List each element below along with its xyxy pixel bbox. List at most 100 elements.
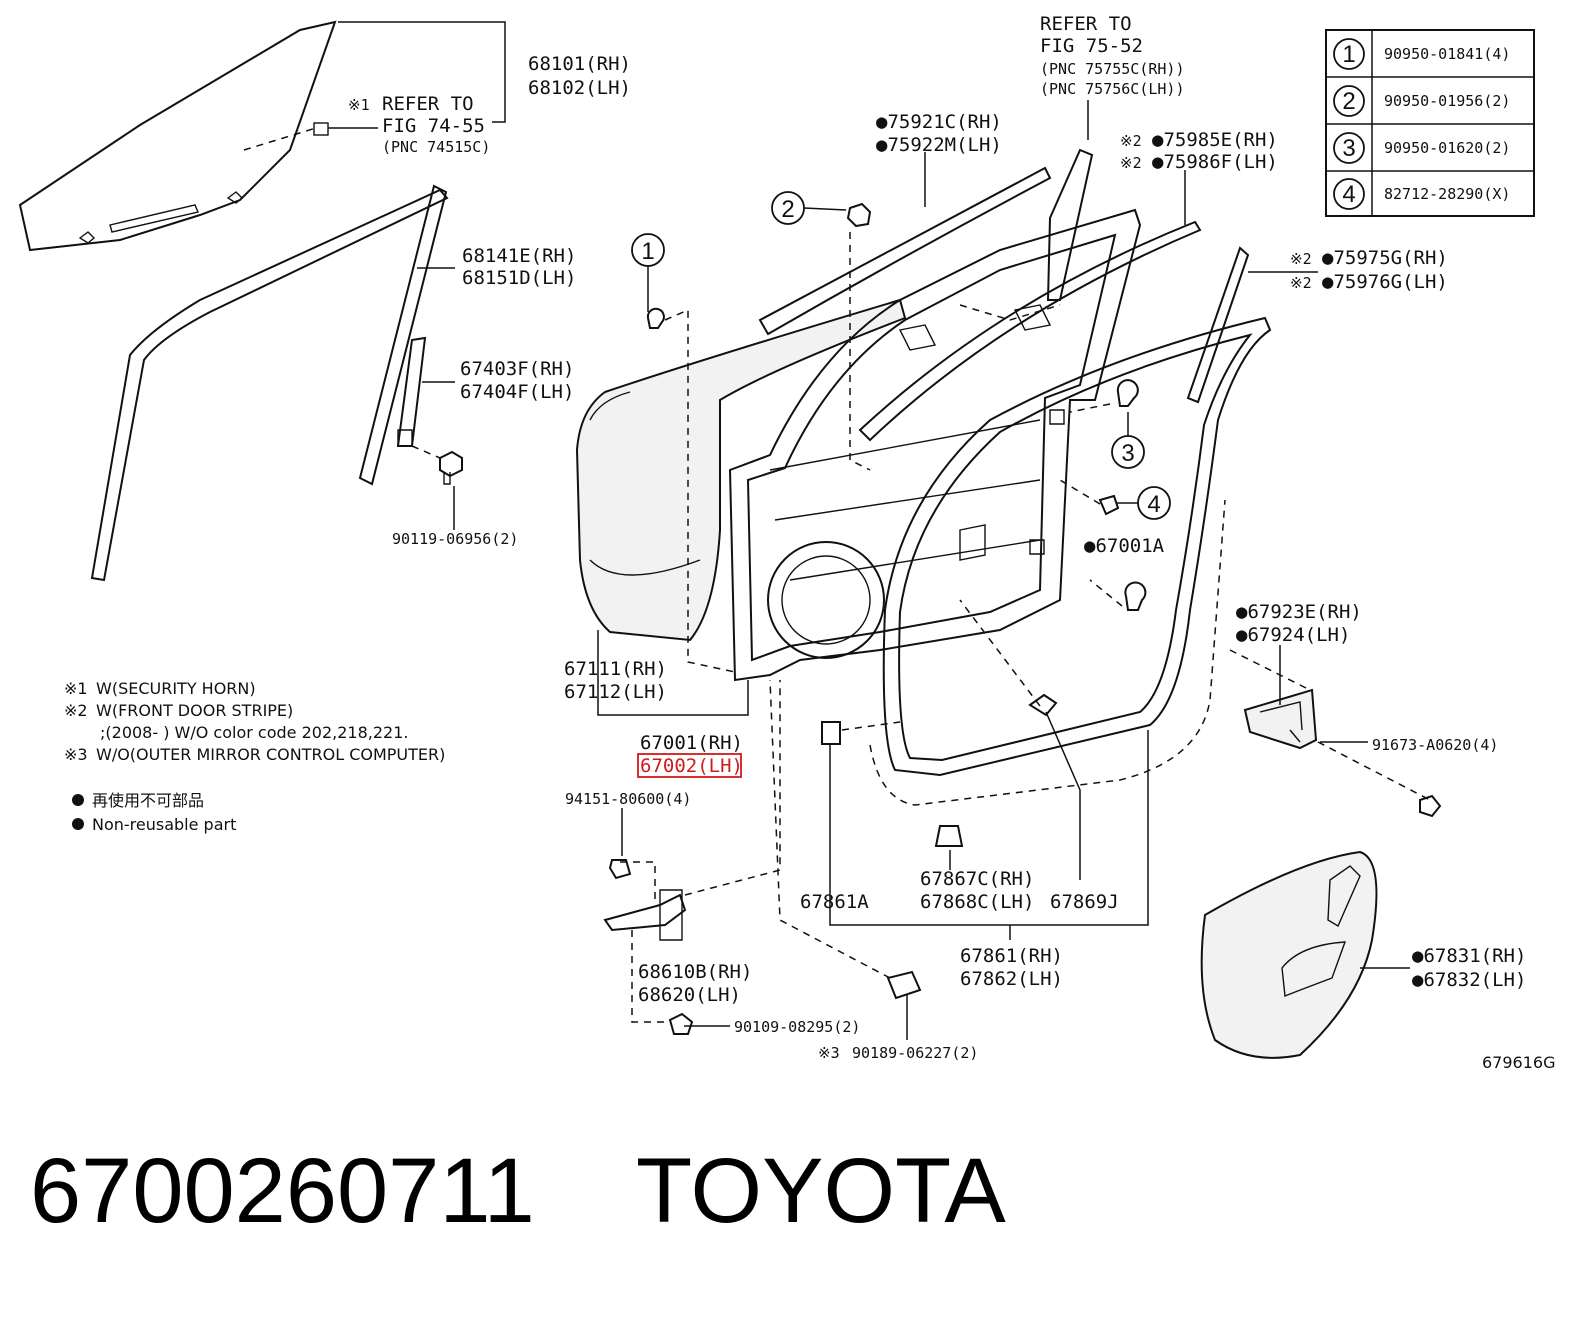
callout-1: 1 xyxy=(631,233,665,312)
label-tape1-rh: ●75921C(RH) xyxy=(876,111,1002,133)
label-cover-rh: ●67831(RH) xyxy=(1412,945,1526,967)
label-ref1-a: REFER TO xyxy=(382,93,474,115)
svg-text:4: 4 xyxy=(1147,491,1160,518)
label-bracket-rh: ●67923E(RH) xyxy=(1236,601,1362,623)
svg-text:82712-28290(X): 82712-28290(X) xyxy=(1384,185,1510,203)
note-2b-text: ;(2008- ) W/O color code 202,218,221. xyxy=(100,723,408,742)
label-door-lh: 67002(LH) xyxy=(640,755,743,777)
legend: 再使用不可部品 Non-reusable part xyxy=(72,791,236,834)
label-tape3-lh: ●75976G(LH) xyxy=(1322,271,1448,293)
label-outer-rh: 67111(RH) xyxy=(564,658,667,680)
note-1-text: W(SECURITY HORN) xyxy=(96,679,256,698)
label-bracket-lh: ●67924(LH) xyxy=(1236,624,1350,646)
figure-code: 679616G xyxy=(1482,1053,1555,1072)
svg-text:90950-01620(2): 90950-01620(2) xyxy=(1384,139,1510,157)
caption-part-number: 6700260711 xyxy=(30,1140,535,1242)
label-tape2-mark-rh: ※2 xyxy=(1120,132,1142,150)
door-glass-drawing xyxy=(18,20,337,252)
label-tape3-mark-rh: ※2 xyxy=(1290,250,1312,268)
callout-2: 2 xyxy=(771,191,847,225)
label-ref1-c: (PNC 74515C) xyxy=(382,138,490,156)
label-door-rh: 67001(RH) xyxy=(640,732,743,754)
label-ref2-b: FIG 75-52 xyxy=(1040,35,1143,57)
svg-text:1: 1 xyxy=(641,238,654,265)
label-ref2-a: REFER TO xyxy=(1040,13,1132,35)
callout-4: 4 xyxy=(1116,486,1171,520)
fasteners-drawing xyxy=(646,202,1442,1000)
table-row: 3 90950-01620(2) xyxy=(1333,132,1510,164)
label-screw-1: 91673-A0620(4) xyxy=(1372,736,1498,754)
label-tape2-rh: ●75985E(RH) xyxy=(1152,129,1278,151)
glass-run-drawing xyxy=(90,184,449,582)
svg-text:90950-01841(4): 90950-01841(4) xyxy=(1384,45,1510,63)
svg-text:3: 3 xyxy=(1121,440,1134,467)
label-tape3-rh: ●75975G(RH) xyxy=(1322,247,1448,269)
label-tape3-mark-lh: ※2 xyxy=(1290,274,1312,292)
leader-lines xyxy=(328,21,1410,1040)
part-labels: 68101(RH) 68102(LH) ※1 REFER TO FIG 74-5… xyxy=(348,13,1555,1072)
label-bolt-1: 90119-06956(2) xyxy=(392,530,518,548)
label-glass-run-rh: 68141E(RH) xyxy=(462,245,576,267)
label-tape2-lh: ●75986F(LH) xyxy=(1152,151,1278,173)
footnotes: ※1 W(SECURITY HORN) ※2 W(FRONT DOOR STRI… xyxy=(64,679,445,764)
svg-text:2: 2 xyxy=(781,196,794,223)
label-seal-rh: 67861(RH) xyxy=(960,945,1063,967)
note-3-text: W/O(OUTER MIRROR CONTROL COMPUTER) xyxy=(96,745,445,764)
legend-bullet xyxy=(72,794,84,806)
highlight-box xyxy=(637,753,742,778)
label-clip-j: 67869J xyxy=(1050,891,1119,913)
table-row: 1 90950-01841(4) xyxy=(1333,38,1510,70)
guide-lines xyxy=(620,232,1431,1023)
callout-3: 3 xyxy=(1111,412,1145,469)
label-clip-lh: 67868C(LH) xyxy=(920,891,1034,913)
caption: 6700260711 TOYOTA xyxy=(30,1140,1006,1242)
label-cover-lh: ●67832(LH) xyxy=(1412,969,1526,991)
legend-bullet xyxy=(72,818,84,830)
label-seal-a: 67861A xyxy=(800,891,869,913)
door-stripe-drawing xyxy=(758,148,1250,442)
legend-ja: 再使用不可部品 xyxy=(92,791,204,810)
table-row: 2 90950-01956(2) xyxy=(1333,85,1510,117)
label-bolt-3-mark: ※3 xyxy=(818,1044,840,1062)
door-frame-drawing xyxy=(728,208,1142,682)
label-ref2-c: (PNC 75755C(RH)) xyxy=(1040,60,1185,78)
label-glass-rh: 68101(RH) xyxy=(528,53,631,75)
door-outer-panel-drawing xyxy=(575,298,907,642)
svg-text:90950-01956(2): 90950-01956(2) xyxy=(1384,92,1510,110)
svg-text:1: 1 xyxy=(1342,41,1355,68)
label-glass-lh: 68102(LH) xyxy=(528,77,631,99)
service-cover-drawing xyxy=(1200,850,1378,1059)
table-row: 4 82712-28290(X) xyxy=(1333,178,1510,210)
label-sash-lh: 67404F(LH) xyxy=(460,381,574,403)
note-2-mark: ※2 xyxy=(64,701,88,720)
label-check-lh: 68620(LH) xyxy=(638,984,741,1006)
svg-text:2: 2 xyxy=(1342,88,1355,115)
label-ref1-mark: ※1 xyxy=(348,96,370,114)
fastener-table: 1 90950-01841(4) 2 90950-01956(2) 3 9095… xyxy=(1325,29,1535,217)
bracket-drawing xyxy=(1243,688,1318,750)
legend-en: Non-reusable part xyxy=(92,815,236,834)
label-ref1-b: FIG 74-55 xyxy=(382,115,485,137)
note-3-mark: ※3 xyxy=(64,745,88,764)
door-weatherstrip-drawing xyxy=(869,316,1272,806)
label-nut-1: 94151-80600(4) xyxy=(565,790,691,808)
label-ref2-d: (PNC 75756C(LH)) xyxy=(1040,80,1185,98)
label-check-rh: 68610B(RH) xyxy=(638,961,752,983)
svg-text:3: 3 xyxy=(1342,135,1355,162)
rear-sash-drawing xyxy=(396,336,463,485)
label-tape1-lh: ●75922M(LH) xyxy=(876,134,1002,156)
label-glass-run-lh: 68151D(LH) xyxy=(462,267,576,289)
svg-text:4: 4 xyxy=(1342,181,1355,208)
label-seal-lh: 67862(LH) xyxy=(960,968,1063,990)
note-2-text: W(FRONT DOOR STRIPE) xyxy=(96,701,293,720)
note-1-mark: ※1 xyxy=(64,679,88,698)
label-panel-a: ●67001A xyxy=(1084,535,1165,557)
label-bolt-3: 90189-06227(2) xyxy=(852,1044,978,1062)
door-check-drawing xyxy=(603,859,694,1035)
label-bolt-2: 90109-08295(2) xyxy=(734,1018,860,1036)
label-clip-rh: 67867C(RH) xyxy=(920,868,1034,890)
label-sash-rh: 67403F(RH) xyxy=(460,358,574,380)
label-tape2-mark-lh: ※2 xyxy=(1120,154,1142,172)
caption-brand: TOYOTA xyxy=(636,1140,1006,1242)
